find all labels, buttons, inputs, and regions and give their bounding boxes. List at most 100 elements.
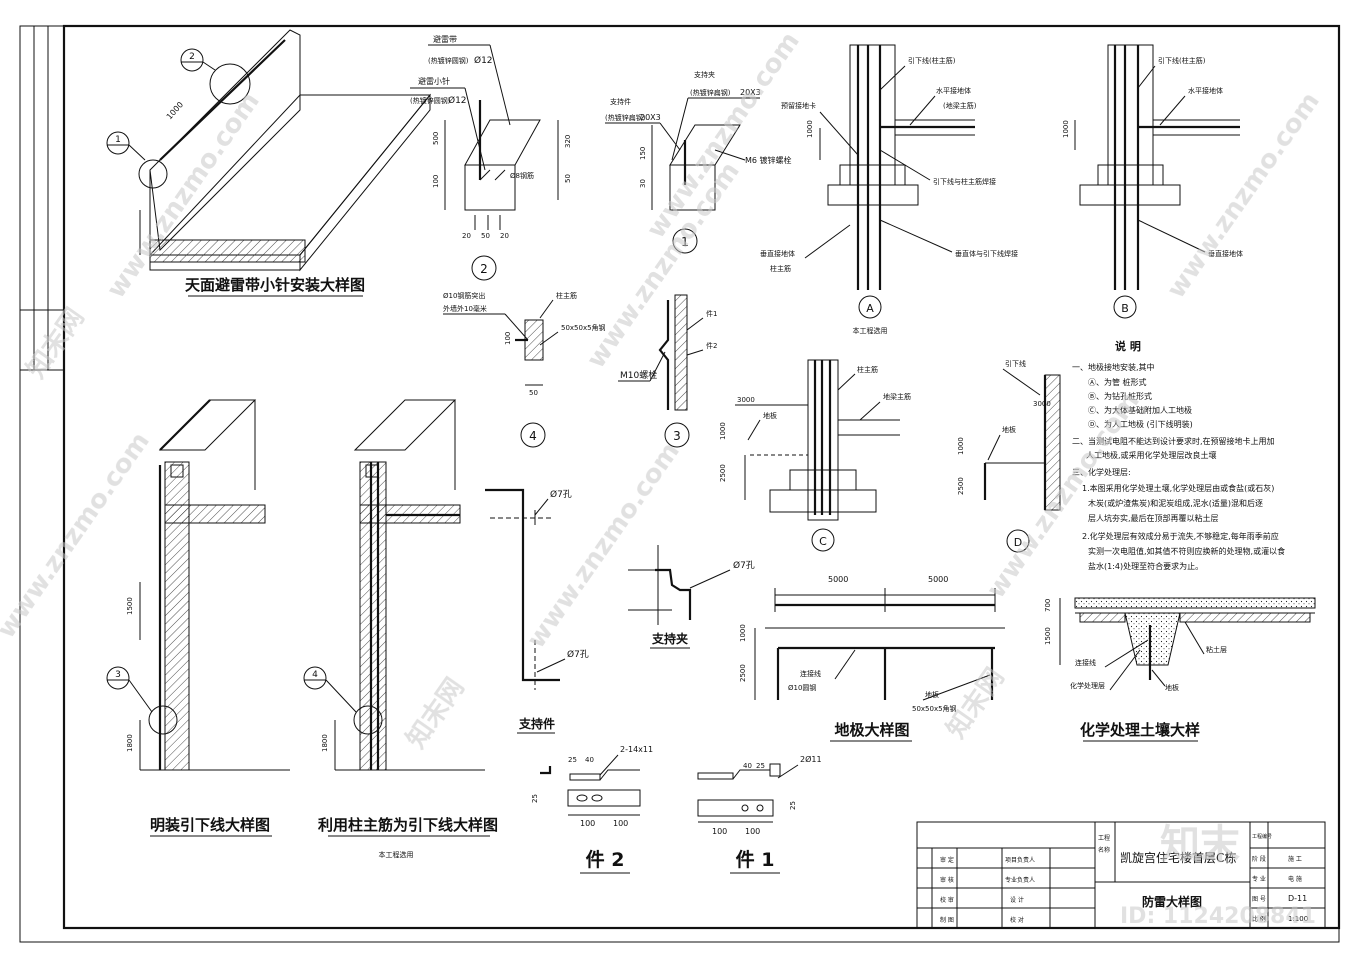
exposed-dim-1500: 1500 xyxy=(126,597,134,615)
b-vert-ground-label: 垂直接地体 xyxy=(1208,249,1243,258)
tb-drawing: 制 图 xyxy=(940,916,954,924)
grounding-plate-label: 地板 xyxy=(925,690,939,699)
galv-steel-label-1: (热镀锌圆钢) xyxy=(428,56,469,65)
watermark-site-4: www.znzmo.com xyxy=(521,437,686,654)
angle-label-2: 50x50x5角钢 xyxy=(912,704,957,713)
tb-approve: 审 定 xyxy=(940,856,954,864)
d-down-lead-label: 引下线 xyxy=(1005,359,1026,368)
note-3: 三、化学处理层: xyxy=(1072,467,1131,477)
lightning-needle-label: 避雷小针 xyxy=(418,76,450,86)
tb-no-label: 图 号 xyxy=(1252,896,1266,903)
tb-proj-label-2: 名称 xyxy=(1098,846,1110,854)
detail-3-callout xyxy=(664,422,690,448)
detail-d: 引下线 3000 地板 1000 2500 D xyxy=(957,359,1061,553)
dim-500: 500 xyxy=(432,132,440,145)
galv-steel-label-2: (热镀锌圆钢) xyxy=(410,96,451,105)
c-dim-2500: 2500 xyxy=(719,464,727,482)
tb-disc-val: 电 施 xyxy=(1288,875,1302,883)
watermark-site-1: www.znzmo.com xyxy=(101,87,266,304)
detail-2: 避雷带 (热镀锌圆钢) Ø12 避雷小针 (热镀锌圆钢) Ø12 Ø8钢筋 50… xyxy=(410,34,572,281)
detail-2-callout xyxy=(471,255,497,281)
watermark-logo: 知末 xyxy=(1160,822,1240,868)
grounding-title: 地极大样图 xyxy=(834,721,909,739)
flat-20x3-2: 20X3 xyxy=(640,113,661,122)
callout-b xyxy=(1113,295,1137,319)
b-dim-1000: 1000 xyxy=(1062,120,1070,138)
column-title: 利用柱主筋为引下线大样图 xyxy=(318,816,498,834)
callout-2-label: 2 xyxy=(189,52,195,62)
b-down-lead-label: 引下线(柱主筋) xyxy=(1158,56,1206,65)
grounding-dim-2500: 2500 xyxy=(739,664,747,682)
note-3b3: 盐水(1:4)处理至符合要求为止。 xyxy=(1088,561,1203,571)
detail-2-number: 2 xyxy=(480,262,488,276)
note-2b: 人工地极,或采用化学处理层改良土壤 xyxy=(1086,450,1217,460)
column-callout-4: 4 xyxy=(312,670,318,680)
chem-layer-label: 化学处理层 xyxy=(1070,681,1105,690)
d-dim-2500: 2500 xyxy=(957,477,965,495)
callout-c xyxy=(811,528,835,552)
c-col-rebar-label: 柱主筋 xyxy=(857,365,878,374)
left-margin-strip xyxy=(20,26,64,371)
tb-scale-label: 比 例 xyxy=(1252,915,1266,923)
part1-title: 件 1 xyxy=(736,848,775,871)
phi7-label-3: Ø7孔 xyxy=(733,560,755,571)
grounding-dim-1000: 1000 xyxy=(739,624,747,642)
connect-line-label: 连接线 xyxy=(800,669,821,678)
a-beam-rebar-label: (地梁主筋) xyxy=(943,101,977,110)
soil-layer-label: 粘土层 xyxy=(1206,645,1227,654)
column-dim-1800: 1800 xyxy=(321,734,329,752)
part1-label: 件1 xyxy=(706,309,717,318)
note-1a: Ⓐ、为管 桩形式 xyxy=(1088,377,1147,387)
part2-dim-40: 40 xyxy=(585,756,594,764)
chem-connect-label: 连接线 xyxy=(1075,658,1096,667)
m6-bolt-label: M6 镀锌螺栓 xyxy=(745,155,792,165)
watermark-brand-1: 知末网 xyxy=(21,303,90,384)
tb-proj-no: 工程编号 xyxy=(1252,833,1272,840)
a-selected-note: 本工程选用 xyxy=(853,326,888,335)
d4-dim-50: 50 xyxy=(529,389,538,397)
a-vert-weld-note: 垂直体与引下线焊接 xyxy=(955,249,1018,258)
chem-dim-1500: 1500 xyxy=(1044,627,1052,645)
callout-a xyxy=(858,295,882,319)
note-1b: Ⓑ、为钻孔桩形式 xyxy=(1088,391,1152,401)
part2-spec: 2-14x11 xyxy=(620,745,653,754)
d-ground-plate-label: 地板 xyxy=(1002,425,1016,434)
callout-d xyxy=(1006,529,1030,553)
support-clip-label: 支持夹 xyxy=(694,70,715,79)
phi8-label: Ø8钢筋 xyxy=(510,171,534,180)
a-weld-note: 引下线与柱主筋焊接 xyxy=(933,177,996,186)
a-down-lead-label: 引下线(柱主筋) xyxy=(908,56,956,65)
note-2a: 二、当测试电阻不能达到设计要求时,在预留接地卡上用加 xyxy=(1072,436,1275,446)
chemical-treatment-detail: 700 1500 连接线 化学处理层 粘土层 地板 化学处理土壤大样 xyxy=(1044,597,1316,742)
watermark-brand-2: 知末网 xyxy=(401,673,470,754)
d4-dim-100: 100 xyxy=(504,332,512,345)
detail-4-callout xyxy=(520,422,546,448)
a-preset-card-label: 预留接地卡 xyxy=(781,101,816,110)
note-3b1: 2.化学处理层有效成分易于流失,不够稳定,每年雨季前应 xyxy=(1082,531,1279,541)
tb-scale-val: 1:100 xyxy=(1288,915,1308,923)
phi10-note: Ø10钢筋突出 xyxy=(443,291,485,300)
note-1: 一、地极接地安装,其中 xyxy=(1072,362,1155,372)
part1-dim-40: 40 xyxy=(743,762,752,770)
tb-disc-lead: 专业负责人 xyxy=(1005,876,1035,884)
watermark-site-2: www.znzmo.com xyxy=(581,157,746,374)
tb-stage-val: 施 工 xyxy=(1288,855,1302,863)
tb-disc-label: 专 业 xyxy=(1252,875,1266,883)
callout-circle-2 xyxy=(209,63,251,105)
watermark-id: ID: 1124208841 xyxy=(1120,904,1316,929)
exposed-callout-3: 3 xyxy=(115,670,121,680)
part2-title: 件 2 xyxy=(586,848,625,871)
watermark-site-5: www.znzmo.com xyxy=(981,387,1146,604)
c-grade-beam-label: 地梁主筋 xyxy=(883,392,911,401)
phi7-label-2: Ø7孔 xyxy=(567,649,589,660)
watermark-site-6: www.znzmo.com xyxy=(1161,87,1326,304)
a-vert-ground-label: 垂直接地体 xyxy=(760,249,795,258)
note-3b2: 实测一次电阻值,如其值不符则应换新的处理物,或灌以食 xyxy=(1088,546,1285,556)
dim-30: 30 xyxy=(639,179,647,188)
note-3a2: 木炭(或炉渣焦炭)和泥炭组成,泥水(适量)混和后逐 xyxy=(1088,498,1263,508)
part-2-detail: 25 40 2-14x11 25 100 100 件 2 xyxy=(531,745,653,874)
phi10-round-label: Ø10圆钢 xyxy=(788,683,816,692)
d4-col-rebar-label: 柱主筋 xyxy=(556,291,577,300)
phi12-label-1: Ø12 xyxy=(474,55,493,66)
detail-3-number: 3 xyxy=(673,429,681,443)
